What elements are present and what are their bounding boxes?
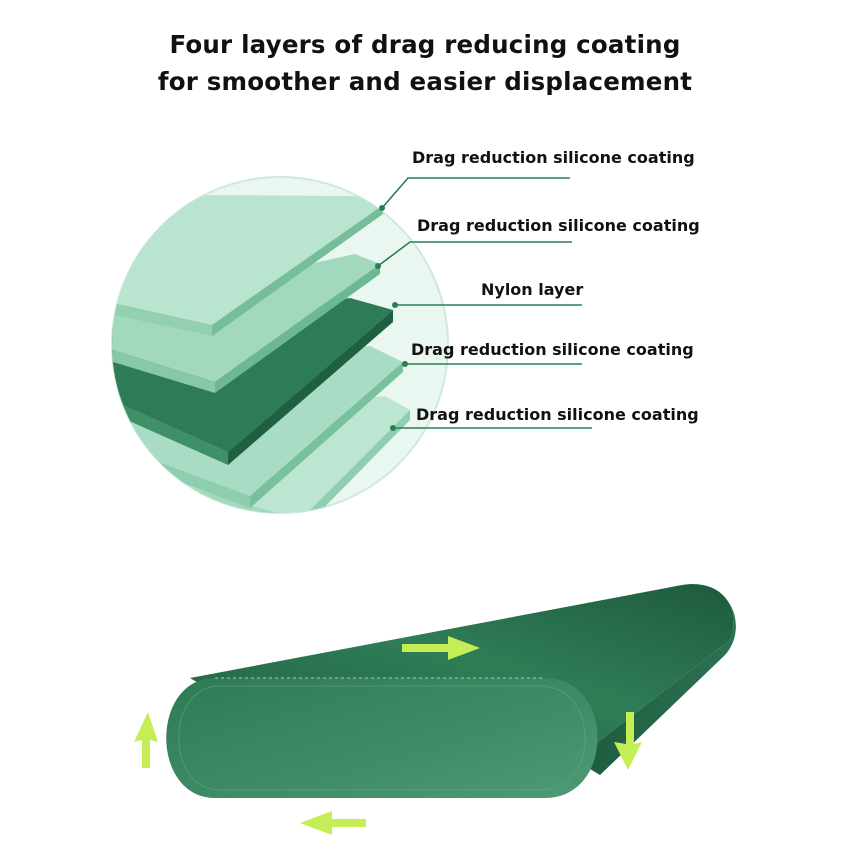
layer-magnifier — [111, 176, 449, 514]
page-title: Four layers of drag reducing coating for… — [0, 26, 850, 100]
leader-line-1 — [379, 177, 570, 211]
leader-line-3 — [392, 302, 582, 308]
arrow-left-icon — [300, 811, 366, 835]
leader-line-5 — [390, 425, 592, 431]
arrow-right-icon — [402, 636, 480, 660]
layer-label-silicone-1: Drag reduction silicone coating — [412, 148, 695, 167]
leader-line-2 — [375, 241, 572, 269]
leader-line-4 — [402, 361, 582, 367]
title-line-2: for smoother and easier displacement — [157, 67, 693, 96]
layer-1-sheet — [112, 195, 383, 336]
layer-label-nylon: Nylon layer — [481, 280, 584, 299]
layer-2-sheet — [112, 254, 380, 393]
arrow-down-icon — [614, 712, 642, 770]
leader-lines — [375, 177, 592, 431]
layer-label-silicone-4: Drag reduction silicone coating — [416, 405, 699, 424]
belt-illustration — [166, 584, 736, 798]
layer-label-silicone-2: Drag reduction silicone coating — [417, 216, 700, 235]
arrow-up-icon — [134, 712, 158, 768]
title-line-1: Four layers of drag reducing coating — [169, 30, 681, 59]
layer-label-silicone-3: Drag reduction silicone coating — [411, 340, 694, 359]
